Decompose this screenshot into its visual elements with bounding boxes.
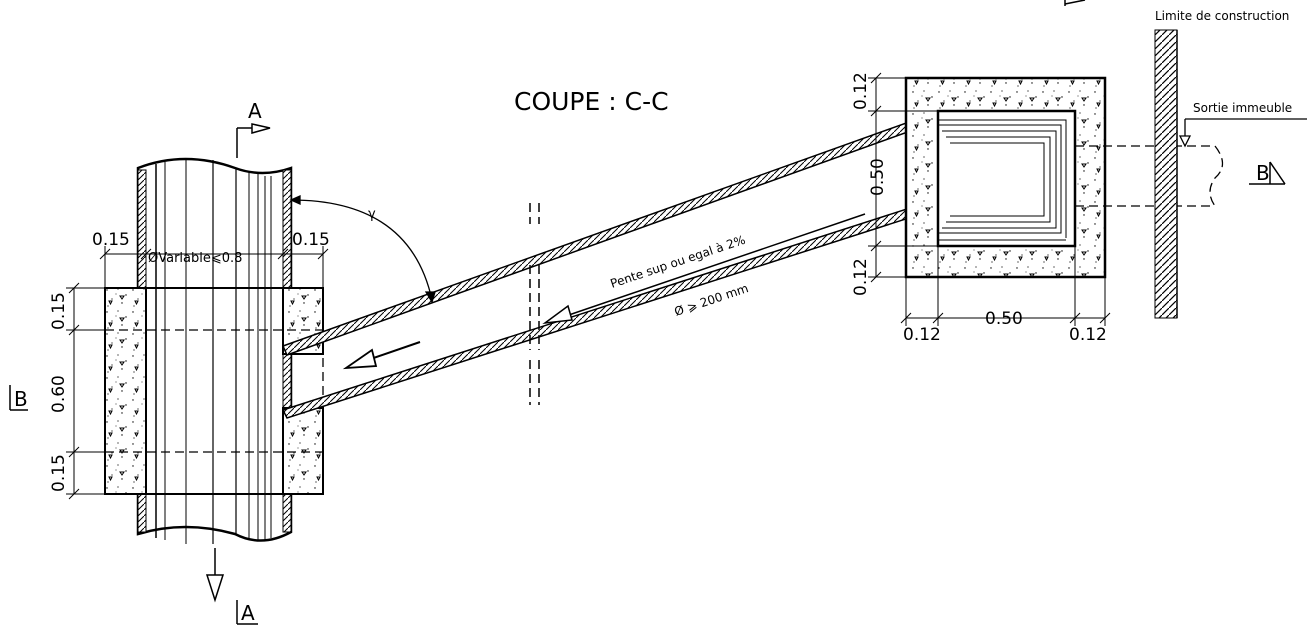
- dim-b-012-right: 0.12: [1069, 325, 1107, 345]
- top-edge-marker: [1064, 0, 1086, 6]
- dim-left-015-b: 0.15: [292, 230, 330, 250]
- exit-level-marker: [1178, 118, 1307, 148]
- section-a-top: A: [248, 99, 262, 123]
- variable-diameter-label: ØVariable⩽0.8: [148, 251, 242, 266]
- construction-limit-label: Limite de construction: [1155, 9, 1289, 23]
- dimension-lines-right: [868, 72, 1111, 326]
- dim-v-015-bottom: 0.15: [49, 454, 69, 492]
- dim-r-012-top: 0.12: [851, 72, 871, 110]
- section-b-right: B: [1256, 161, 1270, 185]
- dim-b-050: 0.50: [985, 309, 1023, 329]
- inspection-box: [904, 76, 1224, 279]
- branch-pipe: [281, 111, 944, 419]
- dimension-lines-left: [66, 246, 329, 500]
- exit-label: Sortie immeuble: [1193, 101, 1292, 115]
- section-a-bottom: A: [241, 601, 255, 625]
- dim-b-012-left: 0.12: [903, 325, 941, 345]
- dim-v-015-top: 0.15: [49, 292, 69, 330]
- section-markers: [9, 123, 1286, 625]
- dim-left-015-a: 0.15: [92, 230, 130, 250]
- dim-v-060: 0.60: [49, 375, 69, 413]
- angle-label: γ: [368, 207, 376, 222]
- angle-marker: [289, 194, 436, 304]
- section-b-left: B: [14, 387, 28, 411]
- dim-r-050-v: 0.50: [868, 158, 888, 196]
- dim-r-012-bottom: 0.12: [851, 258, 871, 296]
- collector-pipe: [136, 157, 293, 544]
- construction-limit-wall: [1154, 29, 1178, 319]
- drawing-title: COUPE : C-C: [514, 87, 669, 116]
